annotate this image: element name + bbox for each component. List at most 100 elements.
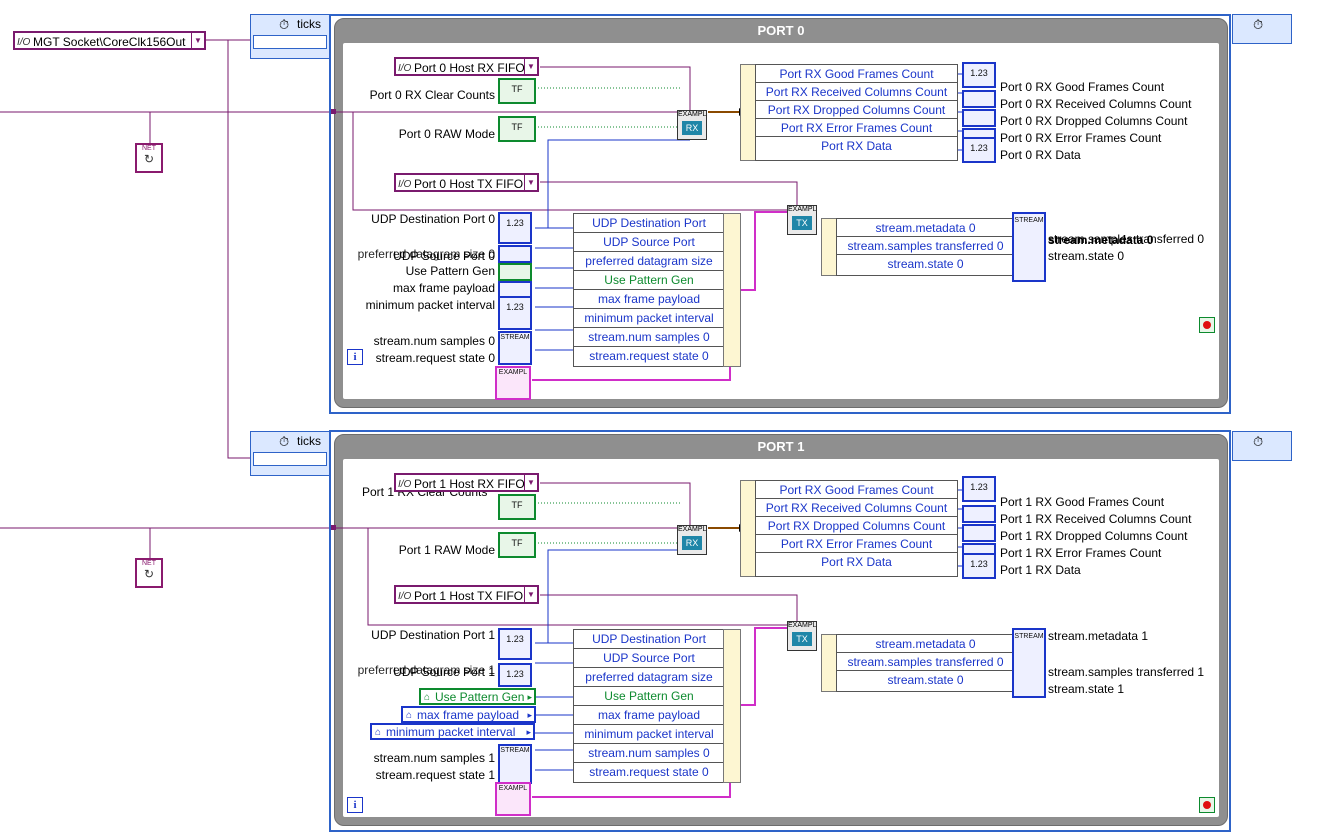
rx-node-1[interactable]: EXAMPL RX [677, 525, 707, 555]
numeric-indicator-icon[interactable]: 1.23 [962, 137, 996, 163]
tx-example-node-1[interactable]: EXAMPL [495, 782, 531, 816]
stream-field[interactable]: stream.state 0 [887, 673, 964, 687]
stop-button-1[interactable] [1199, 797, 1215, 813]
tx-field[interactable]: stream.num samples 0 [574, 744, 724, 763]
tf-caption: TF [511, 84, 523, 94]
tx-node-0[interactable]: EXAMPL TX [787, 205, 817, 235]
rx-clear-boolean-icon[interactable]: TF [498, 78, 536, 104]
stream-control-icon[interactable]: STREAM [498, 744, 532, 784]
rx-field[interactable]: Port RX Error Frames Count [756, 535, 957, 553]
stream-caption: STREAM [1014, 633, 1044, 640]
raw-mode-boolean-icon[interactable]: TF [498, 116, 536, 142]
numeric-indicator-icon[interactable] [962, 505, 996, 523]
tx-field[interactable]: max frame payload [574, 706, 724, 725]
info-icon[interactable]: i [347, 797, 363, 813]
numeric-control-icon[interactable]: 1.23 [498, 628, 532, 660]
numeric-control-icon[interactable]: 1.23 [498, 663, 532, 687]
rx-unbundle-1[interactable]: Port RX Good Frames Count Port RX Receiv… [755, 480, 958, 577]
stream-field[interactable]: stream.metadata 0 [837, 635, 1014, 653]
tx-bundle-1[interactable]: UDP Destination Port UDP Source Port pre… [573, 629, 725, 783]
timer-node-right-0[interactable]: ⏱ [1232, 14, 1292, 44]
dropdown-arrow-icon[interactable]: ▼ [524, 587, 537, 602]
mgt-socket-clock-control[interactable]: I/O MGT Socket\CoreClk156Out ▼ [13, 31, 206, 50]
tx-field[interactable]: Use Pattern Gen [574, 687, 724, 706]
stream-field[interactable]: stream.metadata 0 [837, 219, 1014, 237]
use-pattern-gen-terminal[interactable]: ⌂ Use Pattern Gen ▸ [419, 688, 536, 705]
left-label: stream.num samples 1 [373, 751, 495, 765]
rx-field[interactable]: Port RX Dropped Columns Count [756, 517, 957, 535]
numeric-control-icon[interactable]: 1.23 [498, 212, 532, 244]
rx-field[interactable]: Port RX Received Columns Count [756, 499, 957, 517]
timer-node-right-1[interactable]: ⏱ [1232, 431, 1292, 461]
ticks-label: ticks [297, 17, 321, 31]
stream-control-icon[interactable]: STREAM [498, 331, 532, 365]
stop-button-0[interactable] [1199, 317, 1215, 333]
rx-output-label: Port 0 RX Data [1000, 148, 1081, 162]
stream-indicator-icon[interactable]: STREAM [1012, 212, 1046, 282]
tx-field[interactable]: stream.num samples 0 [574, 328, 724, 347]
rx-clear-boolean-icon[interactable]: TF [498, 494, 536, 520]
tx-field[interactable]: UDP Source Port [574, 649, 724, 668]
tx-field[interactable]: stream.request state 0 [589, 765, 709, 779]
stream-unbundle-1[interactable]: stream.metadata 0 stream.samples transfe… [836, 634, 1015, 692]
timer-node-1[interactable]: ⏱ ticks [250, 431, 330, 476]
dropdown-arrow-icon[interactable]: ▼ [191, 33, 204, 48]
numeric-indicator-icon[interactable] [962, 109, 996, 127]
port-0-host-rx-fifo[interactable]: I/O Port 0 Host RX FIFO ▼ [394, 57, 539, 76]
rx-field[interactable]: Port RX Data [821, 555, 892, 569]
tx-field[interactable]: preferred datagram size [574, 252, 724, 271]
max-frame-payload-terminal[interactable]: ⌂ max frame payload ▸ [401, 706, 536, 723]
port-1-host-rx-fifo[interactable]: I/O Port 1 Host RX FIFO ▼ [394, 473, 539, 492]
rx-field[interactable]: Port RX Dropped Columns Count [756, 101, 957, 119]
stream-indicator-icon[interactable]: STREAM [1012, 628, 1046, 698]
numeric-indicator-icon[interactable]: 1.23 [962, 476, 996, 502]
terminal-label: max frame payload [417, 708, 520, 722]
net-node-0[interactable]: NET ↻ [135, 143, 163, 173]
boolean-control-icon[interactable] [498, 263, 532, 281]
tf-caption: TF [511, 538, 523, 548]
refresh-icon: ↻ [143, 152, 155, 166]
tx-field[interactable]: preferred datagram size [574, 668, 724, 687]
rx-node-0[interactable]: EXAMPL RX [677, 110, 707, 140]
numeric-indicator-icon[interactable] [962, 524, 996, 542]
tx-node-1[interactable]: EXAMPL TX [787, 621, 817, 651]
dropdown-arrow-icon[interactable]: ▼ [524, 59, 537, 74]
tx-field[interactable]: UDP Destination Port [574, 630, 724, 649]
raw-mode-boolean-icon[interactable]: TF [498, 532, 536, 558]
dropdown-arrow-icon[interactable]: ▼ [524, 175, 537, 190]
rx-unbundle-0[interactable]: Port RX Good Frames Count Port RX Receiv… [755, 64, 958, 161]
tx-field[interactable]: UDP Destination Port [574, 214, 724, 233]
tx-field[interactable]: minimum packet interval [574, 309, 724, 328]
port-1-host-tx-fifo[interactable]: I/O Port 1 Host TX FIFO ▼ [394, 585, 539, 604]
stop-icon [1203, 321, 1211, 329]
stream-unbundle-0[interactable]: stream.metadata 0 stream.samples transfe… [836, 218, 1015, 276]
numeric-indicator-icon[interactable]: 1.23 [962, 553, 996, 579]
numeric-control-icon[interactable] [498, 245, 532, 263]
tx-field[interactable]: max frame payload [574, 290, 724, 309]
stream-field[interactable]: stream.state 0 [887, 257, 964, 271]
rx-field[interactable]: Port RX Error Frames Count [756, 119, 957, 137]
tx-field[interactable]: Use Pattern Gen [574, 271, 724, 290]
net-node-1[interactable]: NET ↻ [135, 558, 163, 588]
tx-example-node-0[interactable]: EXAMPL [495, 366, 531, 400]
numeric-indicator-icon[interactable] [962, 90, 996, 108]
rx-field[interactable]: Port RX Received Columns Count [756, 83, 957, 101]
numeric-indicator-icon[interactable]: 1.23 [962, 62, 996, 88]
tx-bundle-0[interactable]: UDP Destination Port UDP Source Port pre… [573, 213, 725, 367]
arrow-right-icon: ▸ [527, 692, 532, 702]
numeric-control-icon[interactable]: 1.23 [498, 296, 532, 330]
stream-field[interactable]: stream.samples transferred 0 [837, 653, 1014, 671]
port-0-host-tx-fifo[interactable]: I/O Port 0 Host TX FIFO ▼ [394, 173, 539, 192]
stream-field[interactable]: stream.samples transferred 0 [837, 237, 1014, 255]
rx-field[interactable]: Port RX Good Frames Count [756, 481, 957, 499]
rx-field[interactable]: Port RX Data [821, 139, 892, 153]
info-icon[interactable]: i [347, 349, 363, 365]
rx-output-label: Port 1 RX Dropped Columns Count [1000, 529, 1188, 543]
timer-node-0[interactable]: ⏱ ticks [250, 14, 330, 59]
rx-field[interactable]: Port RX Good Frames Count [756, 65, 957, 83]
dropdown-arrow-icon[interactable]: ▼ [524, 475, 537, 490]
tx-field[interactable]: stream.request state 0 [589, 349, 709, 363]
minimum-packet-interval-terminal[interactable]: ⌂ minimum packet interval ▸ [370, 723, 535, 740]
tx-field[interactable]: minimum packet interval [574, 725, 724, 744]
tx-field[interactable]: UDP Source Port [574, 233, 724, 252]
